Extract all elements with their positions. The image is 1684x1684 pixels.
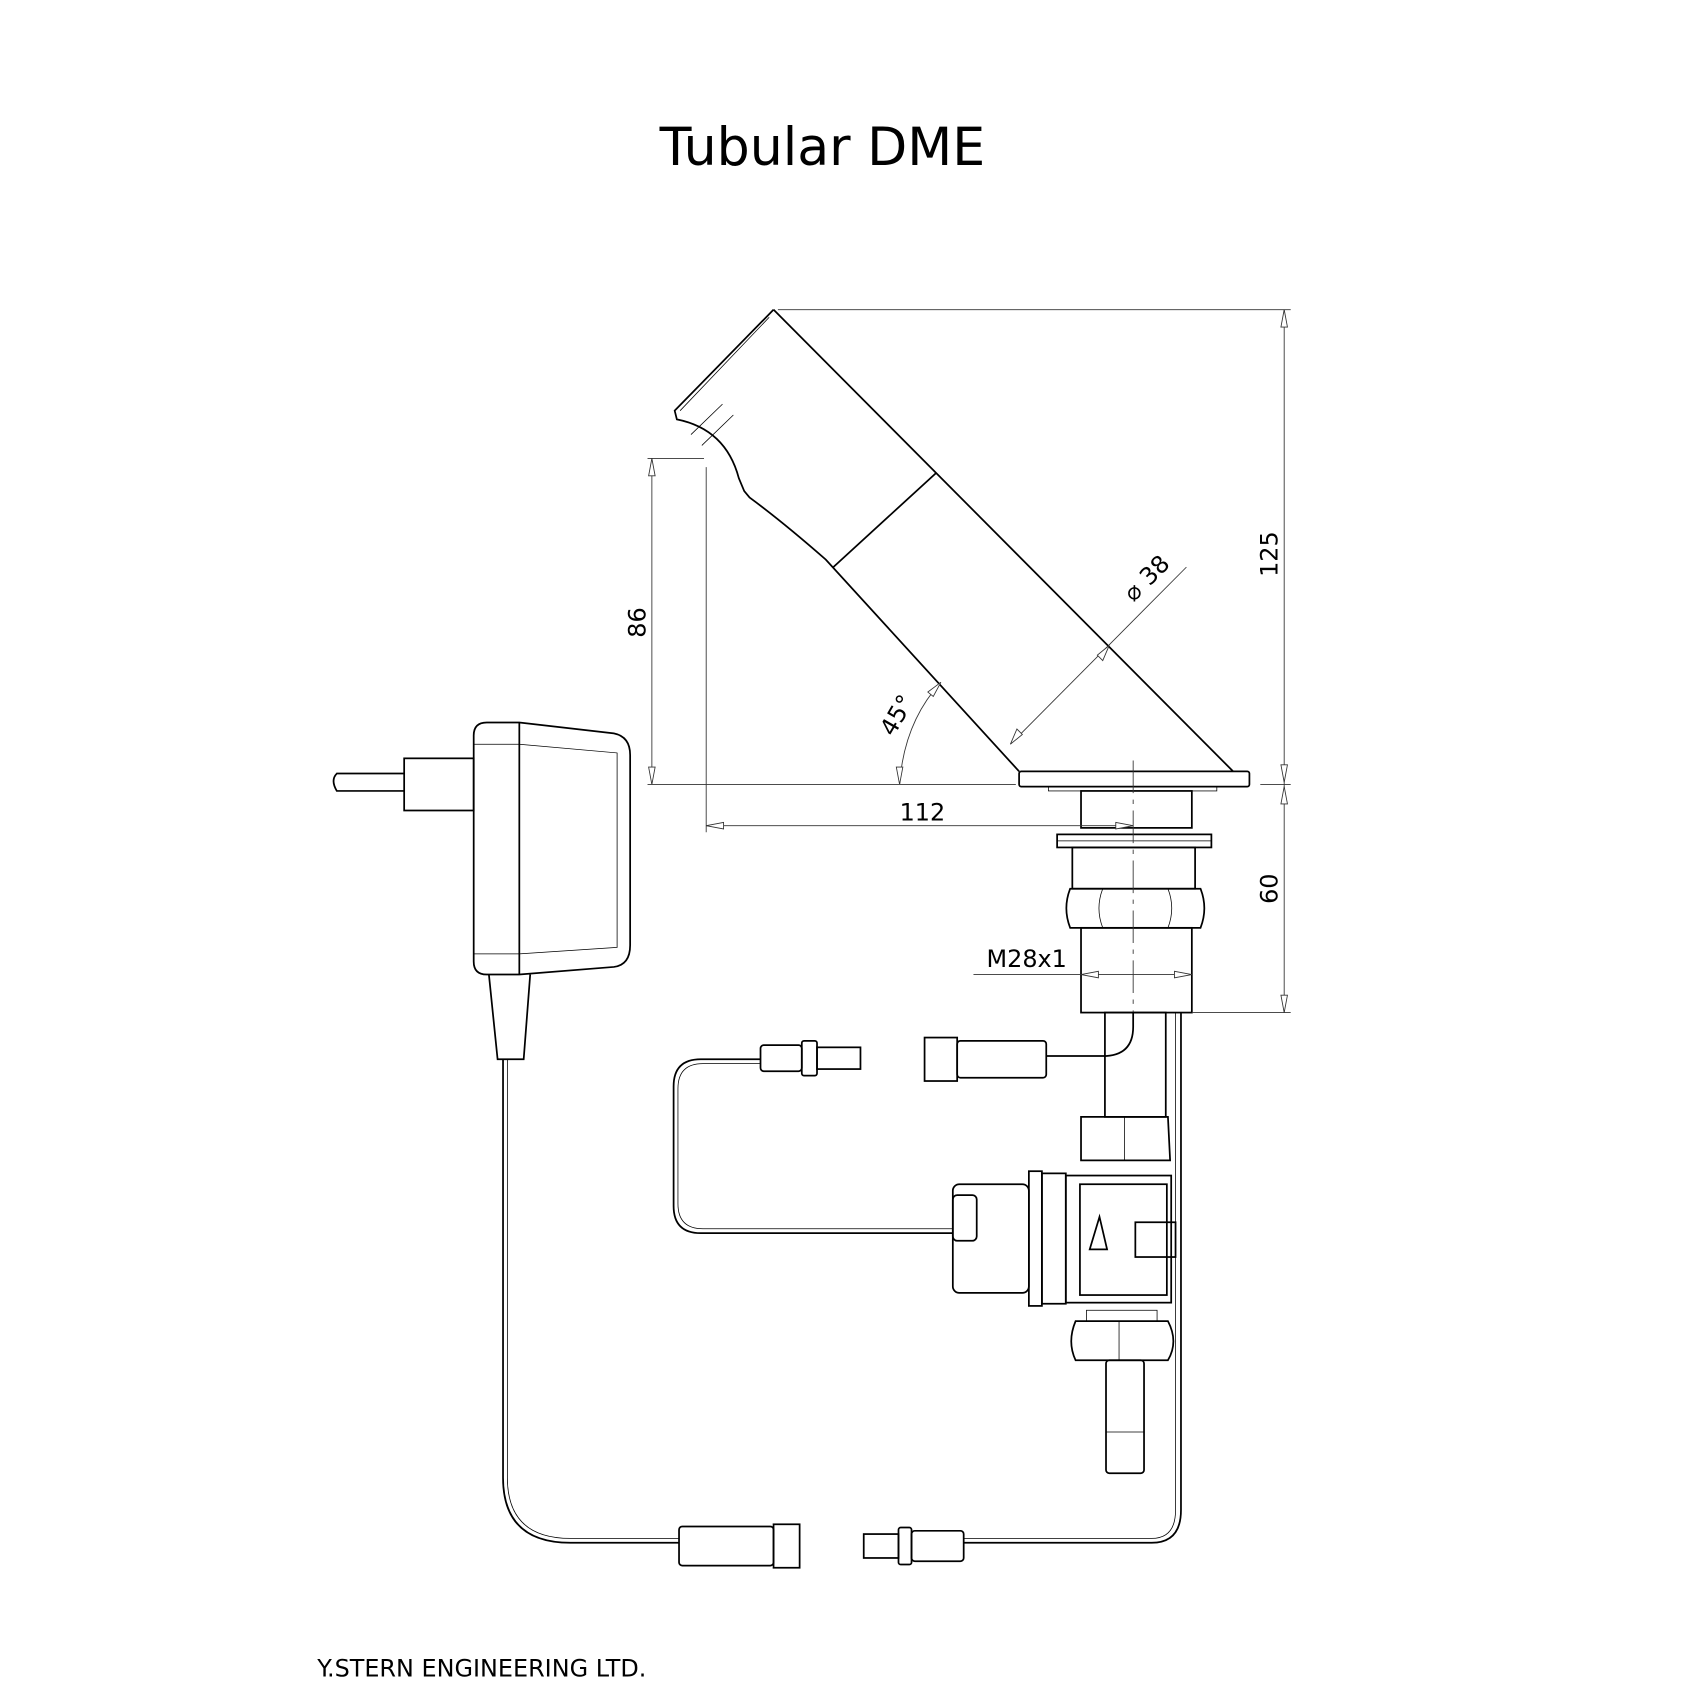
- dimension-lines: 125 86 112 60 45° ⌀ 38 M28x1: [623, 309, 1291, 1014]
- spout: [673, 309, 1234, 772]
- drawing-title: Tubular DME: [659, 118, 986, 178]
- dim-112: 112: [900, 798, 946, 826]
- power-connectors: [678, 1012, 1182, 1569]
- dim-86: 86: [623, 607, 651, 637]
- dim-45-angle: 45°: [874, 690, 919, 741]
- dim-60: 60: [1256, 874, 1284, 904]
- shank-assembly: [1018, 760, 1251, 1014]
- dim-thread: M28x1: [987, 945, 1067, 973]
- sensor-connectors: [672, 1012, 1135, 1234]
- company-footer: Y.STERN ENGINEERING LTD.: [316, 1654, 646, 1682]
- solenoid-valve: [951, 1011, 1177, 1475]
- power-adapter: [332, 721, 680, 1544]
- dim-125: 125: [1256, 531, 1284, 577]
